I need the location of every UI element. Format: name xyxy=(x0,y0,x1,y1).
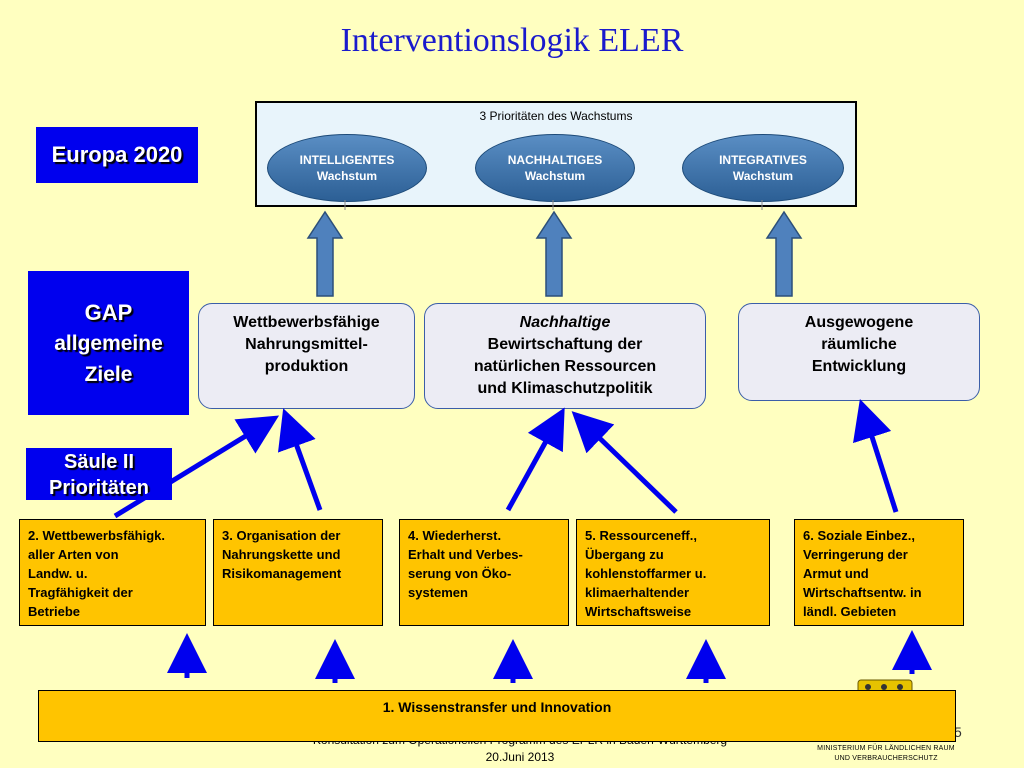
priority-line: ländl. Gebieten xyxy=(803,604,897,619)
priority-line: 4. Wiederherst. xyxy=(408,528,502,543)
priority-box-4: 4. Wiederherst. Erhalt und Verbes- serun… xyxy=(399,519,569,626)
crest-fragment: 5 xyxy=(954,724,962,740)
goal-line-italic: Nachhaltige xyxy=(519,314,611,331)
goal-line: und Klimaschutzpolitik xyxy=(477,380,653,397)
saeule-label-line1: Säule II xyxy=(63,451,135,473)
arrow-prio5-to-goal2 xyxy=(571,411,678,514)
priority-box-6: 6. Soziale Einbez., Verringerung der Arm… xyxy=(794,519,964,626)
saeule-label-line2: Prioritäten xyxy=(48,477,150,499)
growth-oval-inclusive: INTEGRATIVES Wachstum xyxy=(682,134,844,202)
goal-line: Wettbewerbsfähige xyxy=(233,314,380,331)
priority-line: Landw. u. xyxy=(28,566,88,581)
arrow-prio3-to-goal1 xyxy=(277,408,323,511)
goal-line: Bewirtschaftung der xyxy=(487,336,643,353)
block-arrow-up-icon xyxy=(535,210,573,297)
growth-oval-line1: NACHHALTIGES xyxy=(507,153,603,167)
priority-line: Erhalt und Verbes- xyxy=(408,547,523,562)
growth-oval-line2: Wachstum xyxy=(316,169,378,183)
priority-line: Tragfähigkeit der xyxy=(28,585,133,600)
gap-goals-label: GAP allgemeine Ziele xyxy=(28,271,189,415)
growth-panel-heading: 3 Prioritäten des Wachstums xyxy=(479,109,633,123)
priority-line: serung von Öko- xyxy=(408,566,512,581)
priority-line: Betriebe xyxy=(28,604,81,619)
ministry-line2: UND VERBRAUCHERSCHUTZ xyxy=(834,755,938,762)
priority-line: klimaerhaltender xyxy=(585,585,690,600)
priority-line: Wirtschaftsweise xyxy=(585,604,692,619)
priority-line: 5. Ressourceneff., xyxy=(585,528,697,543)
ministry-label: MINISTERIUM FÜR LÄNDLICHEN RAUM UND VERB… xyxy=(806,744,966,764)
goal-line: Ausgewogene xyxy=(804,314,914,331)
priority-line: Armut und xyxy=(803,566,869,581)
knowledge-transfer-box: 1. Wissenstransfer und Innovation xyxy=(38,690,956,742)
goal-line: natürlichen Ressourcen xyxy=(473,358,657,375)
priority-line: Nahrungskette und xyxy=(222,547,341,562)
arrow-prio6-to-goal3 xyxy=(853,398,899,513)
growth-oval-sustainable: NACHHALTIGES Wachstum xyxy=(475,134,635,202)
growth-oval-line2: Wachstum xyxy=(732,169,794,183)
goal-box-sustainability: Nachhaltige Bewirtschaftung der natürlic… xyxy=(424,303,706,409)
priority-line: 6. Soziale Einbez., xyxy=(803,528,915,543)
priority-box-3: 3. Organisation der Nahrungskette und Ri… xyxy=(213,519,383,626)
goal-line: produktion xyxy=(264,358,349,375)
arrow-prio2-to-goal1 xyxy=(113,415,280,519)
gap-label-line2: allgemeine xyxy=(54,331,163,355)
goal-box-territorial: Ausgewogene räumliche Entwicklung xyxy=(738,303,980,401)
page-title: Interventionslogik ELER xyxy=(340,22,684,59)
arrow-prio4-to-goal2 xyxy=(505,407,565,512)
goal-line: räumliche xyxy=(821,336,897,353)
priority-line: Übergang zu xyxy=(585,547,664,562)
footer-date: 20.Juni 2013 xyxy=(485,750,555,764)
saeule-ii-label: Säule II Prioritäten xyxy=(26,448,172,500)
goal-line: Nahrungsmittel- xyxy=(245,336,368,353)
priority-line: 2. Wettbewerbsfähigk. xyxy=(28,528,166,543)
priority-line: systemen xyxy=(408,585,468,600)
knowledge-transfer-label: 1. Wissenstransfer und Innovation xyxy=(382,699,612,715)
growth-oval-intelligent: INTELLIGENTES Wachstum xyxy=(267,134,427,202)
priority-line: Wirtschaftsentw. in xyxy=(803,585,922,600)
gap-label-line1: GAP xyxy=(84,299,133,325)
priority-line: kohlenstoffarmer u. xyxy=(585,566,707,581)
block-arrow-up-icon xyxy=(306,210,344,297)
priority-box-2: 2. Wettbewerbsfähigk. aller Arten von La… xyxy=(19,519,206,626)
growth-priorities-panel: 3 Prioritäten des Wachstums INTELLIGENTE… xyxy=(255,101,857,207)
block-arrow-up-icon xyxy=(765,210,803,297)
priority-line: aller Arten von xyxy=(28,547,119,562)
europa-2020-label: Europa 2020 xyxy=(36,127,198,183)
gap-label-line3: Ziele xyxy=(84,362,133,386)
ministry-line1: MINISTERIUM FÜR LÄNDLICHEN RAUM xyxy=(817,745,955,752)
goal-box-competitiveness: Wettbewerbsfähige Nahrungsmittel- produk… xyxy=(198,303,415,409)
growth-oval-line1: INTELLIGENTES xyxy=(299,153,395,167)
goal-line: Entwicklung xyxy=(811,358,907,375)
growth-oval-line2: Wachstum xyxy=(524,169,586,183)
priority-line: 3. Organisation der xyxy=(222,528,341,543)
growth-oval-line1: INTEGRATIVES xyxy=(719,153,807,167)
priority-line: Verringerung der xyxy=(803,547,908,562)
priority-line: Risikomanagement xyxy=(222,566,342,581)
priority-box-5: 5. Ressourceneff., Übergang zu kohlensto… xyxy=(576,519,770,626)
